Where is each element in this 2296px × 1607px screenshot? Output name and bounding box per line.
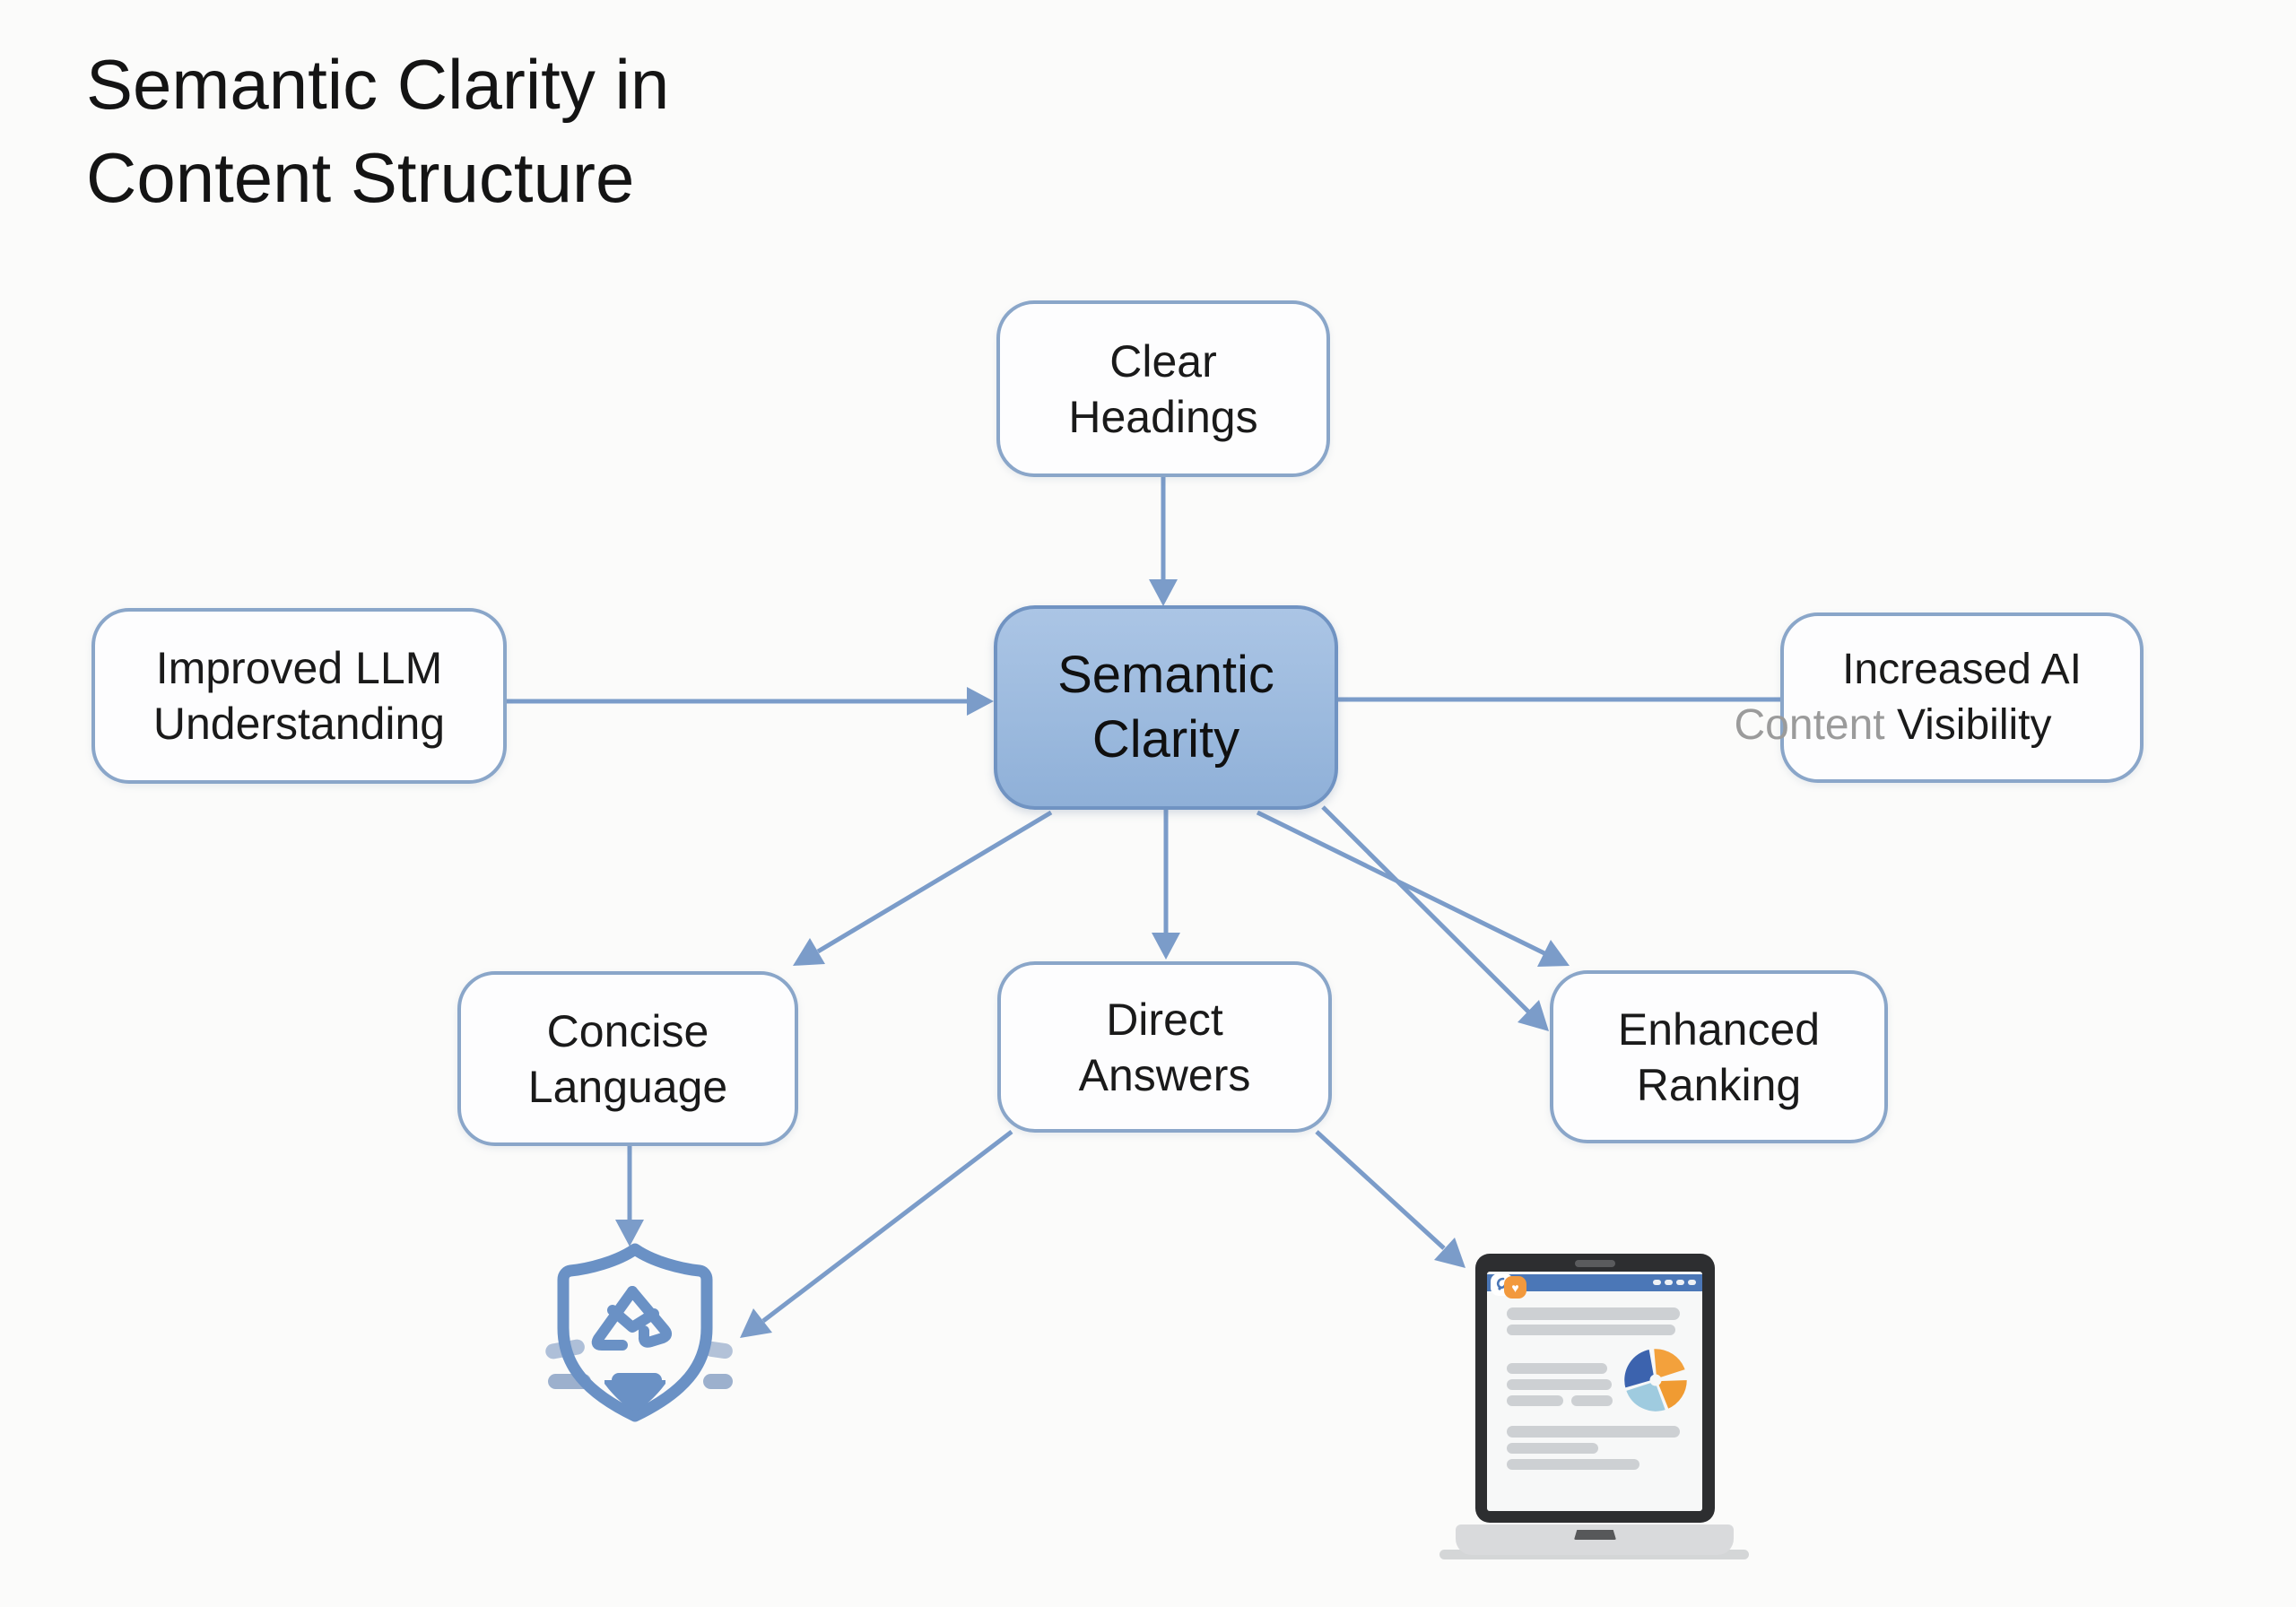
node-label-line: Clear <box>1109 335 1217 387</box>
node-label-line: Understanding <box>152 699 446 749</box>
node-clear-headings: Clear Headings <box>996 300 1330 477</box>
pie-center-hole <box>1649 1374 1662 1386</box>
logo-badge-orange: ♥ <box>1504 1276 1526 1299</box>
shield-speed-bar <box>704 1341 733 1359</box>
heart-icon: ♥ <box>1511 1280 1519 1295</box>
node-label-line: Concise <box>546 1005 709 1056</box>
arrowhead <box>1434 1238 1465 1268</box>
shield-speed-bar <box>703 1374 733 1389</box>
arrowhead <box>793 938 825 966</box>
browser-header-bar <box>1487 1274 1702 1291</box>
pie-slice-orange-top <box>1651 1348 1688 1382</box>
page-title-line1: Semantic Clarity in <box>86 45 670 124</box>
node-label-line: Clarity <box>1091 710 1240 769</box>
node-label-line: Enhanced <box>1617 1003 1821 1055</box>
arrowhead <box>1518 1000 1549 1031</box>
page-title: Semantic Clarity in Content Structure <box>86 38 669 224</box>
edge-improved-llm-to-center <box>507 687 994 716</box>
edge-direct-answers-to-laptop <box>1315 1130 1465 1268</box>
shield-outline <box>557 1243 713 1422</box>
shield-mail-icon <box>545 1240 734 1437</box>
node-label-line: Answers <box>1078 1049 1251 1100</box>
node-label-line: Headings <box>1068 391 1258 442</box>
node-enhanced-ranking: Enhanced Ranking <box>1550 970 1888 1143</box>
edge-concise-language-to-shield <box>615 1146 644 1247</box>
page-title-line2: Content Structure <box>86 138 635 217</box>
pie-slice-orange-right <box>1654 1377 1688 1412</box>
node-semantic-clarity: Semantic Clarity <box>994 605 1338 810</box>
edge-center-to-concise-language <box>793 810 1053 966</box>
header-dot <box>1676 1280 1684 1285</box>
node-label-line: Language <box>527 1061 728 1112</box>
text-line-placeholder <box>1507 1459 1639 1470</box>
arrowhead <box>1537 940 1570 967</box>
arrowhead <box>1149 579 1178 606</box>
arrowhead <box>1152 933 1180 960</box>
node-concise-language: Concise Language <box>457 971 798 1146</box>
text-line-placeholder <box>1571 1395 1613 1406</box>
text-line-placeholder <box>1507 1307 1680 1320</box>
shield-tip-fill <box>604 1380 665 1412</box>
laptop-analytics-illustration: ♥ <box>1431 1247 1758 1569</box>
laptop-camera-notch <box>1575 1260 1615 1267</box>
node-improved-llm-understanding: Improved LLM Understanding <box>91 608 507 784</box>
node-label-line: Ranking <box>1636 1059 1802 1110</box>
node-direct-answers: Direct Answers <box>997 961 1332 1133</box>
edge-center-to-direct-answers <box>1152 810 1180 960</box>
edge-center-to-enhanced-ranking-b <box>1321 805 1549 1031</box>
header-dot <box>1665 1280 1673 1285</box>
arrowhead <box>740 1308 772 1338</box>
edge-direct-answers-to-shield <box>740 1130 1013 1338</box>
header-dot <box>1653 1280 1661 1285</box>
node-label-line: Direct <box>1106 994 1223 1045</box>
logo-mini-icon <box>1496 1277 1507 1290</box>
node-label-muted-word: Content <box>1734 701 1885 749</box>
node-label-line: Improved LLM <box>155 643 443 693</box>
mail-glyph <box>591 1286 673 1351</box>
header-dot <box>1688 1280 1696 1285</box>
node-label-line: Content Visibility <box>1735 698 2052 753</box>
arrowhead <box>967 687 994 716</box>
text-line-placeholder <box>1507 1443 1598 1454</box>
text-line-placeholder <box>1507 1379 1612 1390</box>
edge-center-to-enhanced-ranking-a <box>1256 810 1570 967</box>
node-label-line: Increased AI <box>1842 646 2082 693</box>
pie-chart-graphic <box>1623 1348 1688 1412</box>
pie-slice-light-blue <box>1623 1378 1668 1412</box>
laptop-base-notch <box>1574 1530 1616 1540</box>
text-line-placeholder <box>1507 1395 1563 1406</box>
node-label-line: Semantic <box>1057 646 1274 704</box>
arrowhead <box>615 1220 644 1247</box>
node-label-word: Visibility <box>1896 701 2052 749</box>
text-line-placeholder <box>1507 1426 1680 1438</box>
text-line-placeholder <box>1507 1325 1675 1335</box>
pie-slice-dark-blue <box>1623 1348 1657 1391</box>
laptop-base <box>1456 1524 1734 1555</box>
node-increased-ai-content-visibility: Increased AI Content Visibility <box>1735 612 2144 783</box>
text-line-placeholder <box>1507 1363 1607 1374</box>
edge-clear-headings-to-center <box>1149 477 1178 606</box>
